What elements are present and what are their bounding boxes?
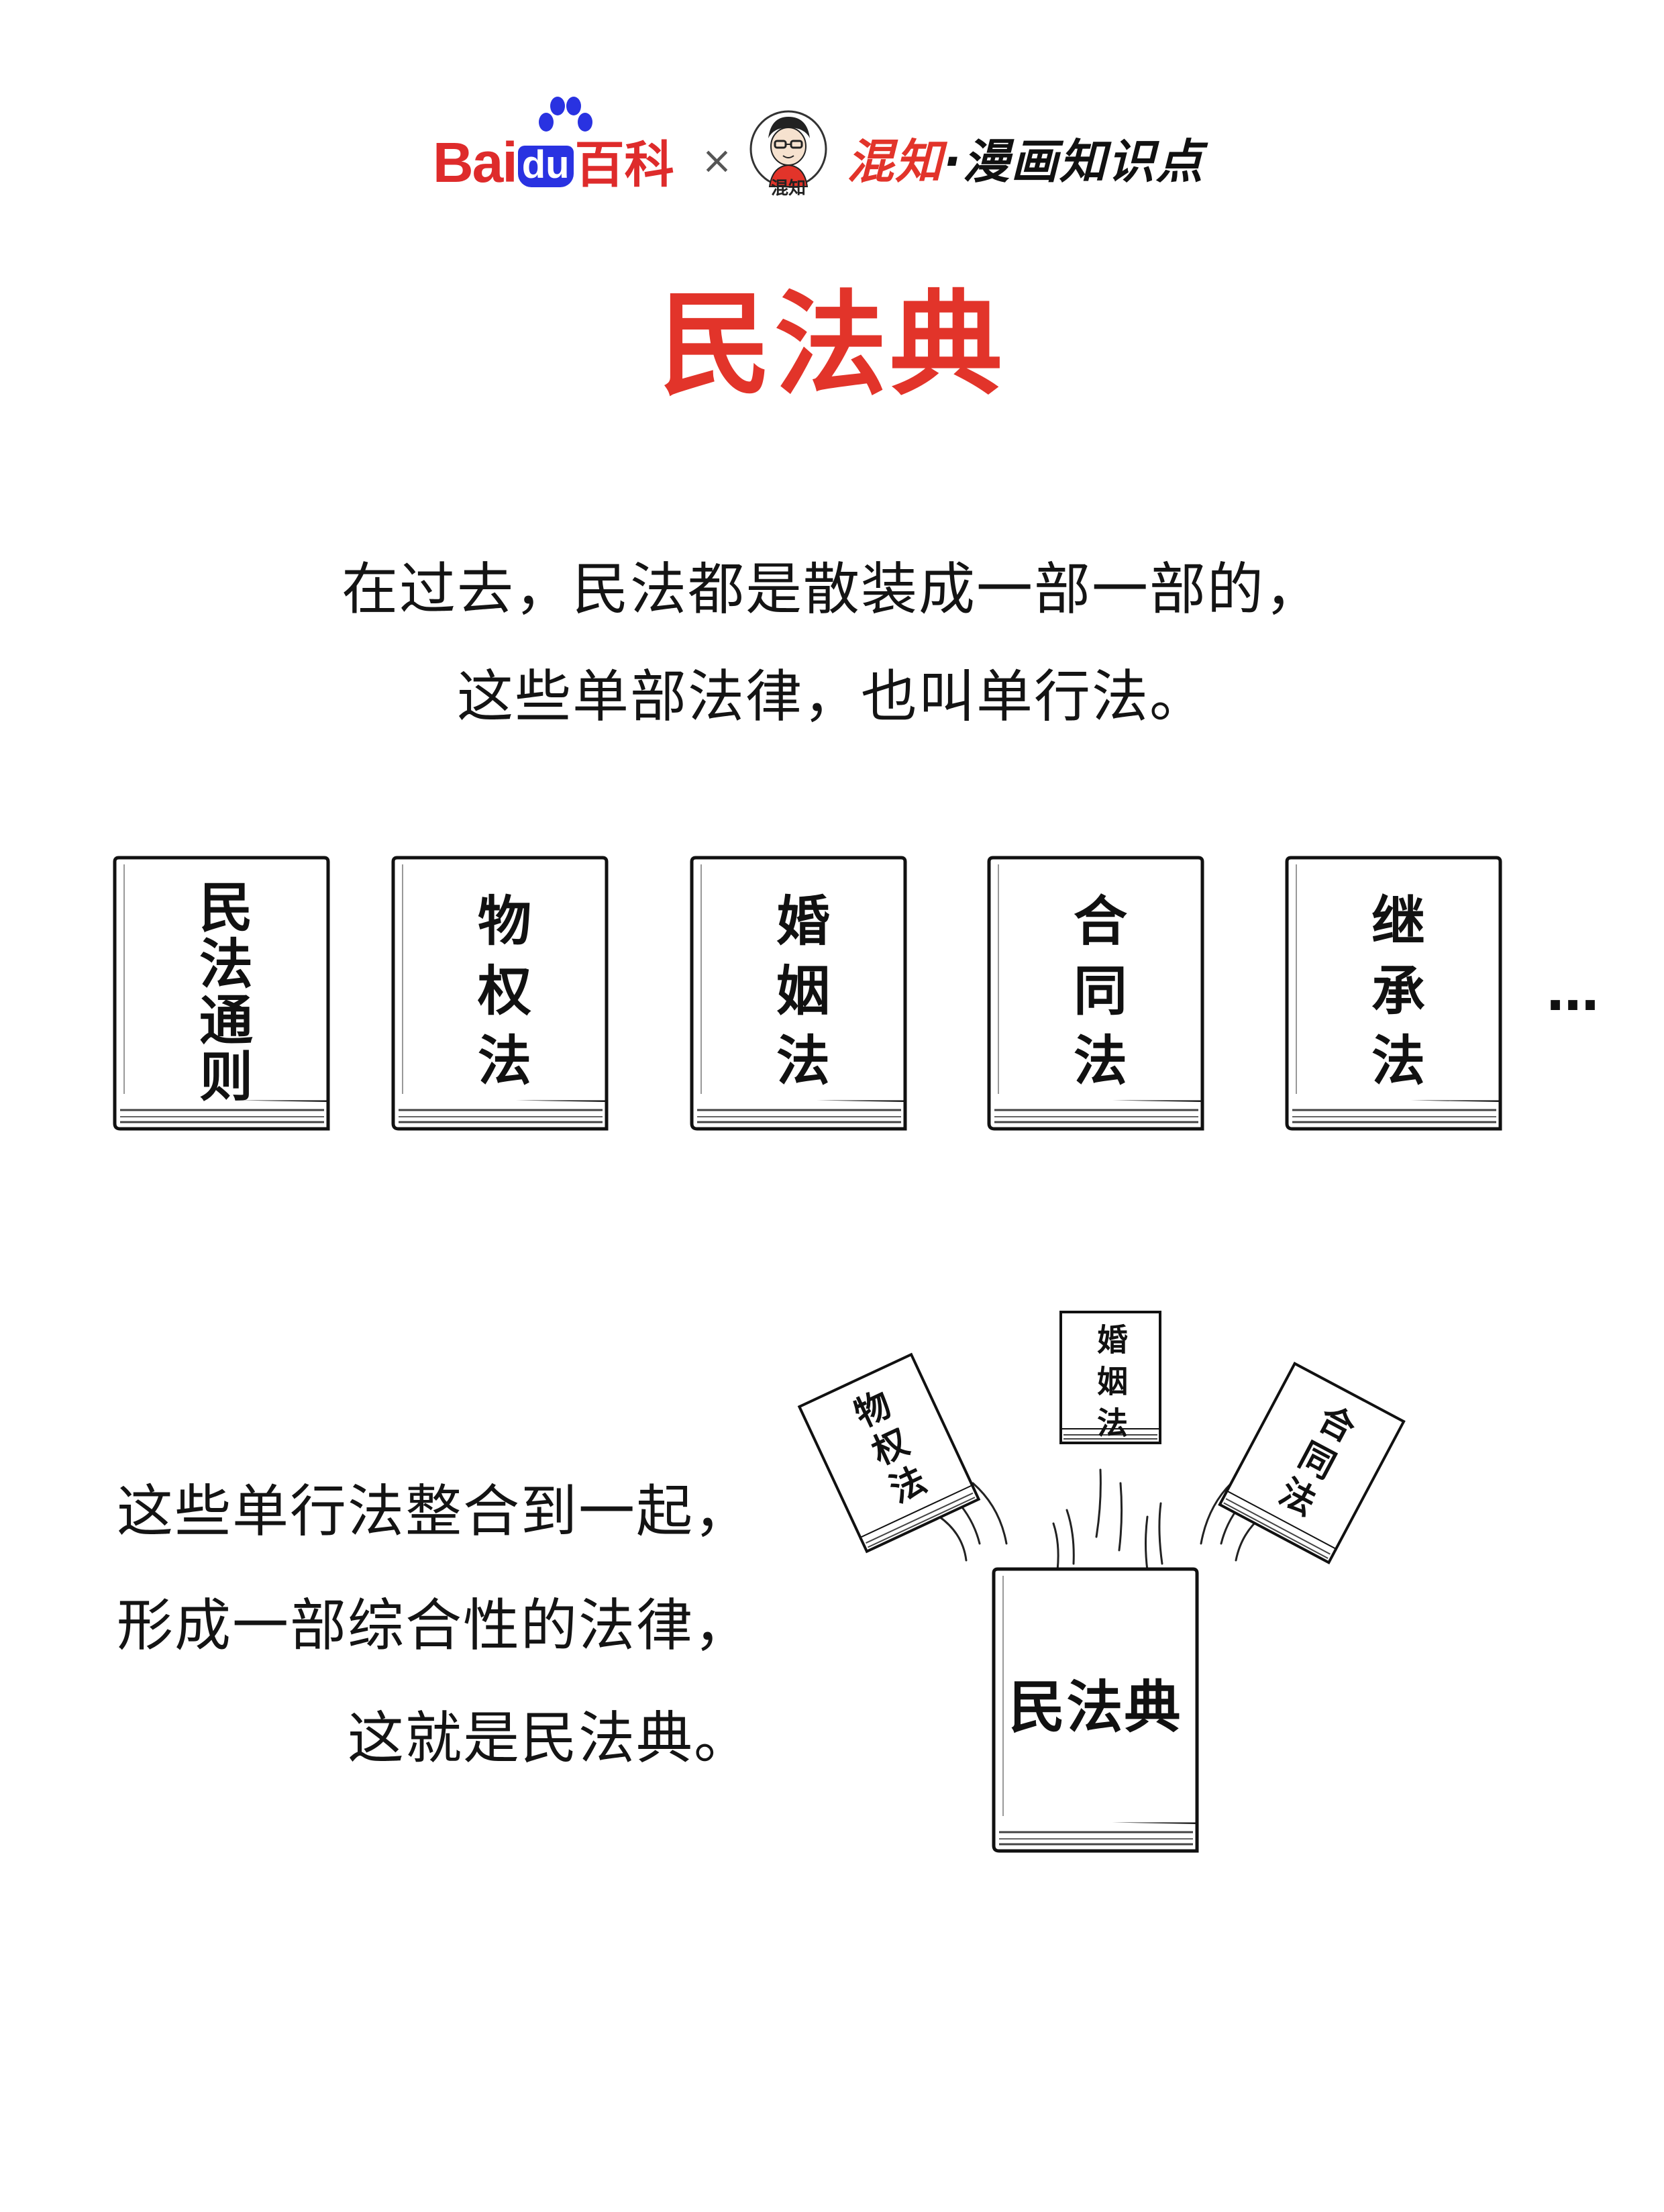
book-title: 合同法 [985, 893, 1206, 1102]
book-title-text: 民法通则 [191, 879, 253, 1105]
book-title: 婚姻法 [688, 893, 909, 1102]
merge-line-3: 这就是民法典。 [347, 1705, 751, 1771]
baidu-logo-bai: Bai [433, 131, 518, 194]
flying-book-title: 婚姻法 [1057, 1323, 1164, 1453]
flying-book-hetongfa: 合同法 [1213, 1358, 1410, 1569]
book-title-text: 婚姻法 [768, 893, 830, 1102]
book-title: 继承法 [1283, 893, 1504, 1102]
civil-code-book: 民法典 [990, 1564, 1201, 1856]
book-outline-icon [690, 856, 907, 1131]
civil-code-book-title: 民法典 [1008, 1674, 1182, 1740]
more-books-ellipsis: … [1547, 962, 1602, 1023]
flying-book-wuquanfa: 物权法 [793, 1348, 986, 1557]
book-wuquanfa: 物权法 [389, 852, 611, 1134]
flying-book-hunyinfa: 婚姻法 [1057, 1309, 1164, 1448]
book-title-text: 婚姻法 [1092, 1323, 1129, 1448]
book-jichengfa: 继承法 [1283, 852, 1504, 1134]
book-title-text: 合同法 [1265, 1396, 1361, 1525]
collaboration-times-sign: × [701, 139, 733, 183]
book-title-text: 物权法 [469, 893, 531, 1102]
book-title-text: 合同法 [1065, 893, 1127, 1102]
baidu-logo-baike: 百科 [574, 136, 674, 194]
brand-rest: ·漫画知识点 [943, 134, 1204, 189]
book-outline-icon [797, 1352, 981, 1554]
page-title: 民法典 [659, 279, 1005, 411]
hunzhi-avatar-icon [749, 110, 827, 188]
book-title-text: 继承法 [1363, 893, 1425, 1102]
book-title-text: 物权法 [843, 1385, 933, 1516]
book-outline-icon [992, 1567, 1199, 1853]
baidu-paw-icon [539, 97, 592, 132]
book-outline-icon [1285, 856, 1502, 1131]
intro-line-2: 这些单部法律，也叫单行法。 [456, 664, 1207, 730]
hunzhi-brand: 混知·漫画知识点 [847, 138, 1204, 185]
book-title: 民法通则 [111, 879, 332, 1105]
book-minfa-tongze: 民法通则 [111, 852, 332, 1134]
book-outline-icon [1059, 1311, 1161, 1444]
baidu-logo-du: du [517, 146, 574, 187]
merge-line-2: 形成一部综合性的法律， [116, 1593, 751, 1658]
book-outline-icon [113, 856, 330, 1131]
brand-accent: 混知 [847, 134, 943, 189]
book-outline-icon [1218, 1362, 1406, 1564]
merge-line-1: 这些单行法整合到一起， [116, 1478, 751, 1544]
book-hunyinfa: 婚姻法 [688, 852, 909, 1134]
book-outline-icon [391, 856, 609, 1131]
book-title: 物权法 [389, 893, 611, 1102]
book-outline-icon [987, 856, 1204, 1131]
intro-line-1: 在过去，民法都是散装成一部一部的， [341, 556, 1322, 622]
avatar-caption: 混知 [770, 179, 806, 199]
book-hetongfa: 合同法 [985, 852, 1206, 1134]
